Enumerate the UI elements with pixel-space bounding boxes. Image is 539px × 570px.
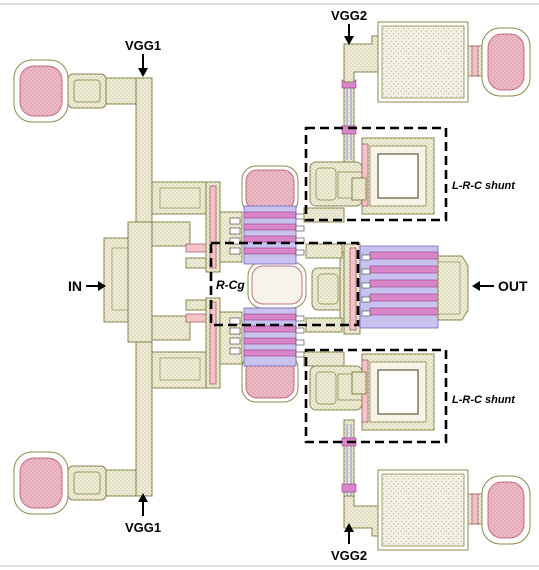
drain-bias-top	[341, 21, 531, 163]
pad-bottom-right	[487, 481, 525, 539]
arrows	[86, 24, 494, 544]
drain-bias-bottom	[341, 419, 531, 551]
label-vgg2-bottom: VGG2	[331, 548, 367, 563]
pad-top-left	[19, 65, 63, 117]
gate-bias-line-top	[135, 77, 153, 239]
label-lrc-shunt-bottom: L-R-C shunt	[452, 394, 516, 406]
pad-top-right	[487, 33, 525, 91]
capacitor-bottom-right	[381, 473, 465, 547]
input-network	[13, 59, 217, 515]
lrc-shunt-bottom-box	[304, 348, 448, 444]
transistor-stage-1	[243, 205, 345, 367]
label-vgg1-top: VGG1	[125, 38, 161, 53]
gate-bias-line-bottom	[135, 329, 153, 497]
label-vgg1-bottom: VGG1	[125, 520, 161, 535]
label-output: OUT	[498, 278, 528, 294]
lrc-shunt-bottom	[309, 353, 435, 431]
label-input: IN	[68, 278, 82, 294]
source-pads	[241, 165, 307, 403]
output-pad	[437, 255, 469, 321]
capacitor-top-right	[381, 25, 465, 99]
transistor-stage-2	[343, 243, 469, 335]
label-rcg: R-Cg	[216, 278, 245, 292]
label-vgg2-top: VGG2	[331, 8, 367, 23]
pad-bottom-left	[19, 457, 63, 509]
lrc-shunt-top-box	[304, 126, 448, 222]
lrc-shunt-top	[309, 137, 435, 215]
label-lrc-shunt-top: L-R-C shunt	[452, 180, 516, 192]
rcg-box	[209, 241, 360, 327]
